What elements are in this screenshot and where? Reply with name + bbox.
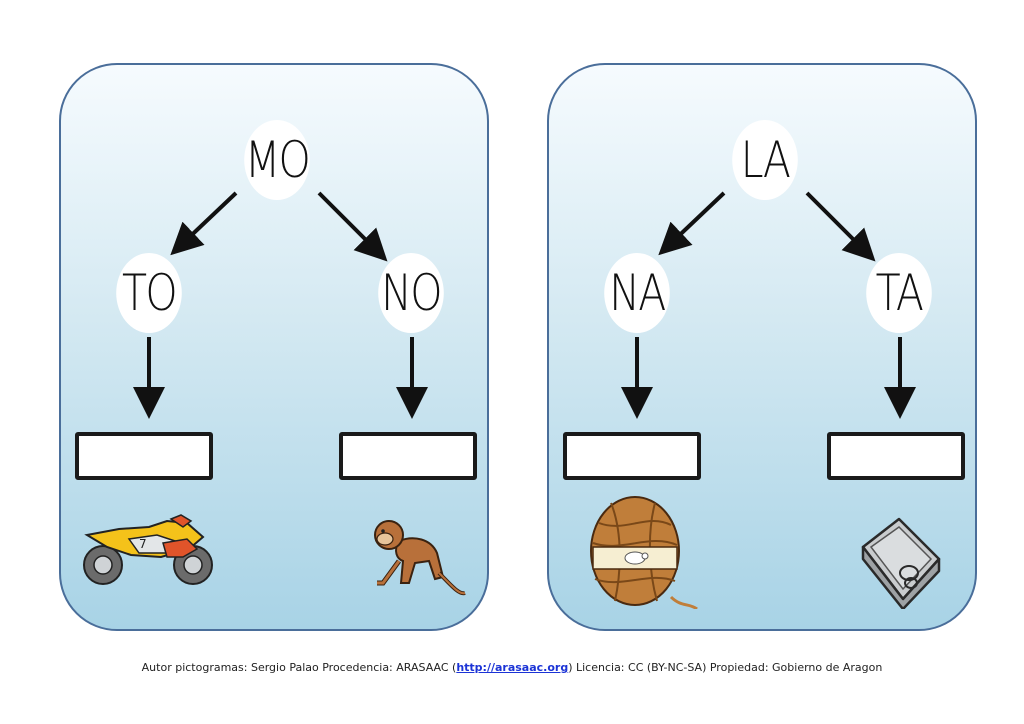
syllable-left: TO <box>116 253 182 333</box>
answer-box-left[interactable] <box>75 432 213 480</box>
syllable-right: NO <box>378 253 444 333</box>
footer-prefix: Autor pictogramas: Sergio Palao Proceden… <box>141 661 457 674</box>
answer-box-right[interactable] <box>339 432 477 480</box>
motorcycle-picture: 7 <box>83 514 213 585</box>
arrows <box>133 191 428 419</box>
yarn-ball-picture <box>590 496 698 609</box>
footer-suffix: ) Licencia: CC (BY-NC-SA) Propiedad: Gob… <box>568 661 883 674</box>
monkey-picture <box>374 520 466 596</box>
arasaac-link[interactable]: http://arasaac.org <box>456 661 569 674</box>
tin-can-picture <box>861 517 941 609</box>
syllable-card-la: LA NA TA <box>547 63 977 631</box>
answer-box-right[interactable] <box>827 432 965 480</box>
attribution-footer: Autor pictogramas: Sergio Palao Proceden… <box>0 661 1024 674</box>
syllable-left: NA <box>604 253 670 333</box>
syllable-card-mo: MO TO NO 7 <box>59 63 489 631</box>
svg-text:7: 7 <box>139 537 147 551</box>
syllable-top: MO <box>244 120 311 200</box>
answer-box-left[interactable] <box>563 432 701 480</box>
syllable-top: LA <box>732 120 798 200</box>
syllable-right: TA <box>866 253 932 333</box>
arrows <box>621 191 916 419</box>
